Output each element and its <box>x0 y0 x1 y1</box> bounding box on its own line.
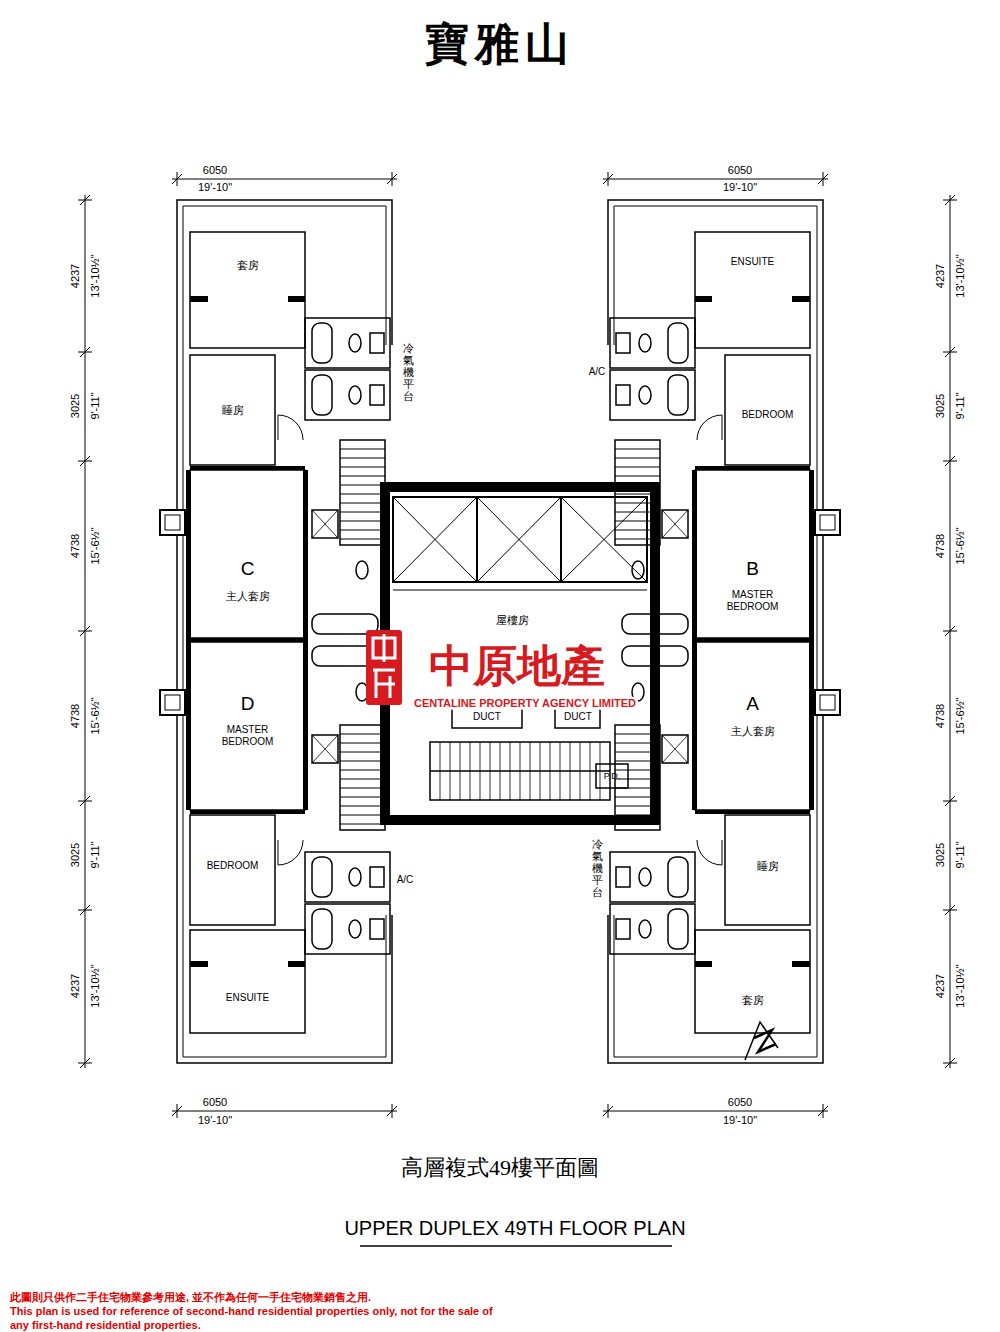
dimension: 6050 <box>203 164 227 177</box>
dimension: 19'-10" <box>198 181 232 194</box>
room: ENSUITE <box>695 232 810 348</box>
dimension: 15'-6½" <box>954 697 967 734</box>
core <box>385 487 655 820</box>
dimension: 4237 <box>934 264 947 288</box>
dimension: 6050 <box>728 164 752 177</box>
label: 屋樓房 <box>494 614 531 627</box>
dimension: 3025 <box>934 843 947 867</box>
label: A/C <box>397 874 414 886</box>
room-label: 主人套房 <box>226 590 270 603</box>
dimension: 3025 <box>69 843 82 867</box>
label: P.D. <box>604 771 620 781</box>
label: DUCT <box>473 711 501 723</box>
dimension: 4738 <box>69 704 82 728</box>
room: BEDROOM <box>725 355 810 465</box>
room-label: 睡房 <box>222 404 244 417</box>
room: B MASTER BEDROOM <box>695 470 810 638</box>
dimension: 4738 <box>69 534 82 558</box>
room: BEDROOM <box>190 815 275 925</box>
label: 冷氣機平台 <box>403 342 414 402</box>
dimension: 19'-10" <box>723 1114 757 1127</box>
room: 套房 <box>695 930 810 1033</box>
unit-letter: A <box>746 693 759 715</box>
dimension: 4738 <box>934 534 947 558</box>
dimension: 9'-11" <box>89 392 102 419</box>
room-label: BEDROOM <box>207 860 259 872</box>
label: A/C <box>589 366 606 378</box>
label: 冷氣機平台 <box>592 838 603 898</box>
caption-underline <box>360 1245 672 1247</box>
dimension: 6050 <box>203 1096 227 1109</box>
left-wing <box>160 200 392 1063</box>
north-arrow <box>745 1022 778 1060</box>
label: DUCT <box>564 711 592 723</box>
room-label: MASTER BEDROOM <box>204 724 291 747</box>
unit-letter: B <box>746 558 759 580</box>
unit-letter: D <box>241 693 255 715</box>
room-label: BEDROOM <box>742 409 794 421</box>
dimension: 9'-11" <box>954 841 967 868</box>
disclaimer: This plan is used for reference of secon… <box>10 1305 510 1332</box>
dimension: 15'-6½" <box>954 527 967 564</box>
room: 睡房 <box>190 355 275 465</box>
dimension: 15'-6½" <box>89 527 102 564</box>
room-label: 套房 <box>237 259 259 272</box>
room: A 主人套房 <box>695 642 810 810</box>
dimension: 4738 <box>934 704 947 728</box>
room-label: 睡房 <box>757 860 779 873</box>
room: ENSUITE <box>190 930 305 1033</box>
room: 套房 <box>190 232 305 348</box>
room: C 主人套房 <box>190 470 305 638</box>
right-wing <box>608 200 840 1063</box>
room-label: 主人套房 <box>731 725 775 738</box>
dimension: 3025 <box>69 394 82 418</box>
dimension: 13'-10½" <box>954 254 967 297</box>
dimension-lines <box>78 172 957 1118</box>
watermark: 中原地產 <box>427 642 607 693</box>
plan-subtitle: UPPER DUPLEX 49TH FLOOR PLAN <box>344 1217 685 1240</box>
logo-mark <box>366 630 402 705</box>
dimension: 9'-11" <box>89 841 102 868</box>
dimension: 19'-10" <box>198 1114 232 1127</box>
room: 睡房 <box>725 815 810 925</box>
room: D MASTER BEDROOM <box>190 642 305 810</box>
dimension: 13'-10½" <box>89 964 102 1007</box>
room-label: 套房 <box>742 994 764 1007</box>
room-label: MASTER BEDROOM <box>709 589 796 612</box>
dimension: 4237 <box>69 974 82 998</box>
dimension: 6050 <box>728 1096 752 1109</box>
dimension: 4237 <box>934 974 947 998</box>
room-label: ENSUITE <box>731 256 774 268</box>
plan-caption: 高層複式49樓平面圖 <box>401 1155 599 1180</box>
dimension: 15'-6½" <box>89 697 102 734</box>
watermark: CENTALINE PROPERTY AGENCY LIMITED <box>412 697 638 710</box>
dimension: 4237 <box>69 264 82 288</box>
unit-letter: C <box>241 558 255 580</box>
dimension: 3025 <box>934 394 947 418</box>
plan-title: 寶雅山 <box>425 20 575 71</box>
dimension: 13'-10½" <box>89 254 102 297</box>
dimension: 19'-10" <box>723 181 757 194</box>
dimension: 13'-10½" <box>954 964 967 1007</box>
room-label: ENSUITE <box>226 992 269 1004</box>
dimension: 9'-11" <box>954 392 967 419</box>
disclaimer: 此圖則只供作二手住宅物業參考用途, 並不作為任何一手住宅物業銷售之用. <box>10 1291 371 1304</box>
